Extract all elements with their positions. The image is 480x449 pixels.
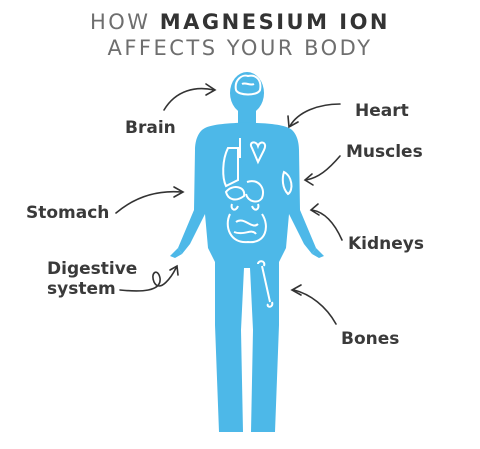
brain-organ <box>234 74 262 96</box>
arrow-bones <box>293 289 337 325</box>
arrow-kidneys-head <box>309 203 320 216</box>
arrow-heart <box>289 103 341 127</box>
arrows <box>115 83 343 325</box>
arrow-brain-head <box>205 83 217 96</box>
label-digestive-system: Digestive system <box>47 259 137 299</box>
arrow-digestive-head <box>169 264 179 276</box>
arrow-kidneys <box>311 209 343 241</box>
title-prefix: HOW <box>89 10 151 34</box>
organs <box>222 74 293 308</box>
label-kidneys: Kidneys <box>348 234 425 254</box>
muscle-organ <box>281 170 293 196</box>
label-digestive-line-1: Digestive <box>47 259 138 279</box>
label-stomach: Stomach <box>26 203 110 223</box>
arrow-brain <box>163 87 215 111</box>
label-brain: Brain <box>125 118 176 138</box>
stomach-organ <box>245 180 264 203</box>
bone-organ <box>257 260 274 308</box>
liver-organ <box>224 186 246 201</box>
title-highlight: MAGNESIUM ION <box>159 10 391 34</box>
arrow-muscles-head <box>303 173 314 186</box>
title-line-1: HOW MAGNESIUM ION <box>0 10 480 34</box>
arrow-stomach <box>115 190 183 214</box>
body-silhouette <box>170 72 324 432</box>
arrow-muscles <box>305 155 341 181</box>
arrow-heart-head <box>287 115 299 129</box>
label-muscles: Muscles <box>346 142 423 162</box>
label-bones: Bones <box>341 329 400 349</box>
title-line-2: AFFECTS YOUR BODY <box>107 36 373 60</box>
lungs-organ <box>222 147 239 188</box>
label-digestive-line-2: system <box>47 279 116 299</box>
intestine-organ <box>226 213 267 244</box>
arrow-digestive <box>119 267 177 292</box>
brain-fold <box>241 82 255 86</box>
kidney-organ <box>230 203 260 211</box>
arrow-stomach-head <box>173 186 185 198</box>
heart-organ <box>249 141 267 165</box>
arrow-bones-head <box>290 284 302 296</box>
label-heart: Heart <box>355 101 409 121</box>
